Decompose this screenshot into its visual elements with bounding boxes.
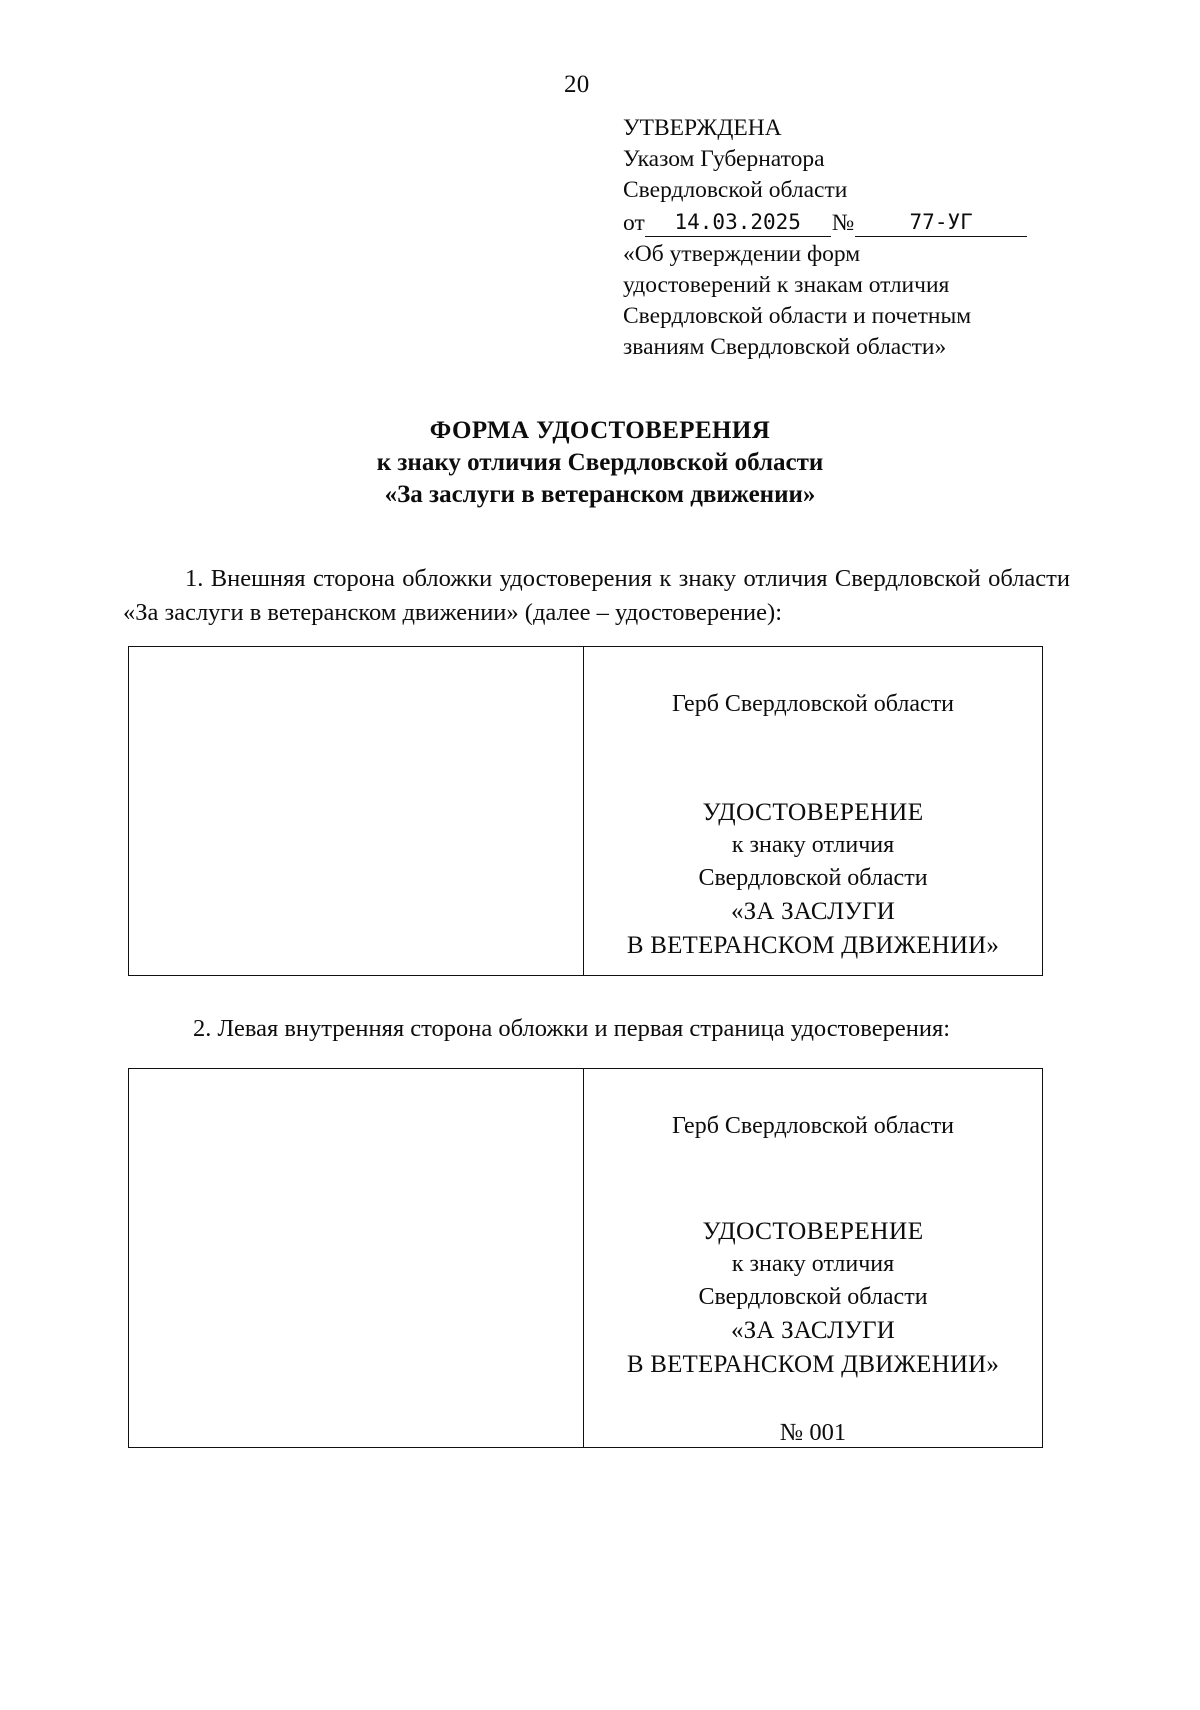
coat-of-arms-label-2: Герб Свердловской области — [672, 1113, 954, 1139]
certificate-sub1-2: к знаку отличия — [731, 1251, 895, 1277]
form-title-line-3: «За заслуги в ветеранском движении» — [384, 481, 816, 508]
page-number: 20 — [564, 71, 590, 98]
certificate-right-cell-2: Герб Свердловской области УДОСТОВЕРЕНИЕ … — [584, 1069, 1042, 1447]
number-symbol: № — [831, 210, 855, 237]
form-title: ФОРМА УДОСТОВЕРЕНИЯ к знаку отличия Свер… — [0, 415, 1200, 511]
certificate-title-1: УДОСТОВЕРЕНИЕ — [702, 797, 924, 826]
certificate-text-block-1: УДОСТОВЕРЕНИЕ к знаку отличия Свердловск… — [584, 794, 1042, 963]
decree-title-line-2: удостоверений к знакам отличия — [623, 272, 950, 299]
certificate-sub2-1: Свердловской области — [698, 865, 928, 891]
certificate-text-block-2: УДОСТОВЕРЕНИЕ к знаку отличия Свердловск… — [584, 1213, 1042, 1382]
paragraph-2: 2. Левая внутренняя сторона обложки и пе… — [193, 1015, 951, 1042]
certificate-right-cell: Герб Свердловской области УДОСТОВЕРЕНИЕ … — [584, 647, 1042, 975]
decree-title-line-4: званиям Свердловской области» — [623, 333, 947, 360]
form-title-line-2: к знаку отличия Свердловской области — [376, 449, 824, 476]
certificate-sub1-1: к знаку отличия — [731, 832, 895, 858]
certificate-award-line1-1: «ЗА ЗАСЛУГИ — [730, 898, 896, 925]
approval-block: УТВЕРЖДЕНА Указом Губернатора Свердловск… — [623, 113, 1053, 363]
certificate-cover-outside-table: Герб Свердловской области УДОСТОВЕРЕНИЕ … — [128, 646, 1043, 976]
certificate-left-cell-empty — [129, 647, 584, 975]
decree-title-line-1: «Об утверждении форм — [623, 241, 861, 268]
form-title-line-1: ФОРМА УДОСТОВЕРЕНИЯ — [429, 417, 771, 444]
date-label: от — [623, 210, 645, 237]
approval-date-number-line: от 14.03.2025 № 77-УГ — [623, 206, 1053, 238]
certificate-award-line2-2: В ВЕТЕРАНСКОМ ДВИЖЕНИИ» — [626, 1351, 1000, 1378]
certificate-left-cell-empty-2 — [129, 1069, 584, 1447]
certificate-sub2-2: Свердловской области — [698, 1284, 928, 1310]
certificate-serial-number: № 001 — [779, 1419, 847, 1446]
decree-title-line-3: Свердловской области и почетным — [623, 302, 972, 329]
decree-title-block: «Об утверждении форм удостоверений к зна… — [623, 239, 1053, 362]
approval-line-ukazom: Указом Губернатора — [623, 145, 825, 172]
approval-line-oblast: Свердловской области — [623, 176, 848, 203]
certificate-award-line2-1: В ВЕТЕРАНСКОМ ДВИЖЕНИИ» — [626, 932, 1000, 959]
decree-number-value: 77-УГ — [855, 210, 1028, 238]
certificate-award-line1-2: «ЗА ЗАСЛУГИ — [730, 1317, 896, 1344]
approval-line-utverzhdena: УТВЕРЖДЕНА — [623, 115, 782, 141]
decree-date-value: 14.03.2025 — [644, 210, 831, 238]
coat-of-arms-label-1: Герб Свердловской области — [672, 691, 954, 717]
certificate-inside-first-page-table: Герб Свердловской области УДОСТОВЕРЕНИЕ … — [128, 1068, 1043, 1448]
certificate-title-2: УДОСТОВЕРЕНИЕ — [702, 1216, 924, 1245]
paragraph-1: 1. Внешняя сторона обложки удостоверения… — [123, 565, 1070, 626]
